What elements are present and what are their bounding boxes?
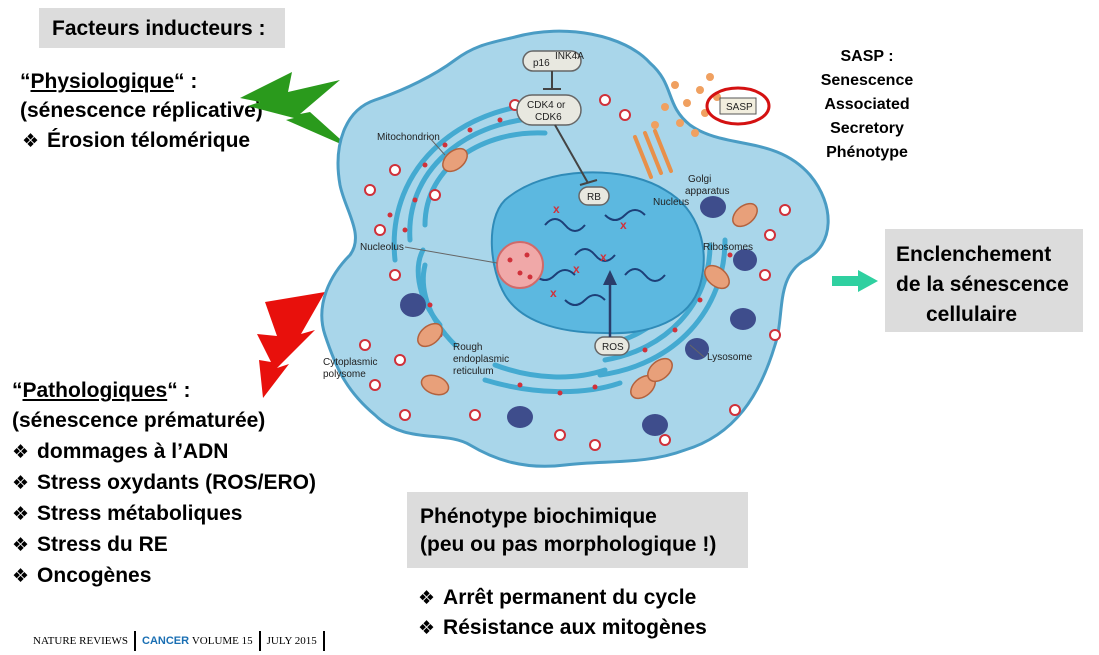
phenotype-line: Phénotype biochimique xyxy=(420,505,657,528)
pathologiques-subtitle: (sénescence prématurée) xyxy=(12,409,266,432)
bullet-icon: ❖ xyxy=(12,535,30,556)
p16-label: p16 xyxy=(533,58,550,69)
sasp-highlight-circle xyxy=(705,86,771,126)
pathologiques-item: ❖Oncogènes xyxy=(12,564,152,587)
bullet-icon: ❖ xyxy=(418,588,436,609)
rough-er-label: Rough xyxy=(453,342,482,353)
polysome-label: Cytoplasmic xyxy=(323,357,377,368)
phenotype-item: ❖Résistance aux mitogènes xyxy=(418,616,707,639)
svg-text:x: x xyxy=(550,286,557,300)
enclenchement-text: Enclenchement de la sénescence cellulair… xyxy=(896,240,1069,330)
phenotype-box xyxy=(407,492,748,568)
facteurs-title: Facteurs inducteurs : xyxy=(52,17,266,40)
bullet-icon: ❖ xyxy=(12,473,30,494)
ros-box xyxy=(594,336,630,356)
pathologiques-label: Pathologiques xyxy=(22,379,168,402)
svg-text:x: x xyxy=(553,202,560,216)
footer-section: CANCER xyxy=(142,635,190,647)
mitochondrion-label: Mitochondrion xyxy=(377,132,440,143)
ribosomes-label: Ribosomes xyxy=(703,242,753,253)
open-quote: “ xyxy=(12,379,23,402)
physiologique-label: Physiologique xyxy=(30,70,175,93)
nucleolus-label: Nucleolus xyxy=(360,242,404,253)
red-bolt-icon xyxy=(257,292,325,398)
lysosome-label: Lysosome xyxy=(707,352,753,363)
enclenchement-line: de la sénescence xyxy=(896,273,1069,296)
footer-volume: VOLUME 15 xyxy=(191,635,253,647)
physiologique-item: ❖Érosion télomérique xyxy=(22,129,251,152)
enclenchement-line: cellulaire xyxy=(926,303,1018,326)
sasp-def-line: Senescence xyxy=(820,72,914,89)
nucleolus xyxy=(496,241,544,289)
mitochondria xyxy=(417,147,758,400)
dna-damage-marks: x x x x x xyxy=(550,202,627,300)
senescent-cell-diagram: xxx xx p1 xyxy=(320,29,830,468)
sasp-tag xyxy=(719,97,757,115)
nucleus xyxy=(490,171,705,335)
close-quote: “ : xyxy=(174,70,198,93)
nucleus-label: Nucleus xyxy=(653,197,689,208)
golgi-apparatus xyxy=(633,129,673,179)
sasp-def-line: Secretory xyxy=(830,120,904,137)
lysosomes xyxy=(400,196,757,436)
bullet-icon: ❖ xyxy=(12,566,30,587)
enclenchement-line: Enclenchement xyxy=(896,243,1052,266)
physiologique-heading: “Physiologique“ : xyxy=(20,70,197,94)
phenotype-item: ❖Arrêt permanent du cycle xyxy=(418,586,697,609)
pathologiques-item: ❖Stress du RE xyxy=(12,533,168,556)
svg-text:x: x xyxy=(600,250,607,264)
svg-text:x: x xyxy=(573,262,580,276)
ros-label: ROS xyxy=(602,342,624,353)
polysomes xyxy=(359,94,791,451)
footer-separator xyxy=(322,631,325,651)
sasp-definition: SASP : Senescence Associated Secretory P… xyxy=(812,45,922,165)
footer-separator xyxy=(134,631,137,651)
cdk-box xyxy=(516,94,582,126)
bullet-icon: ❖ xyxy=(12,442,30,463)
close-quote: “ : xyxy=(167,379,191,402)
cdk-label: CDK4 or xyxy=(527,100,566,111)
footer-date: JULY 2015 xyxy=(266,635,317,647)
enclenchement-box xyxy=(885,229,1083,332)
cdk-label: CDK6 xyxy=(535,112,562,123)
footer-journal: NATURE REVIEWS xyxy=(33,635,129,647)
pathologiques-heading: “Pathologiques“ : xyxy=(12,379,191,403)
chromatin xyxy=(534,209,666,306)
citation-footer: NATURE REVIEWS CANCER VOLUME 15 JULY 201… xyxy=(33,630,331,652)
sasp-def-line: Phénotype xyxy=(826,144,908,161)
pathologiques-item: ❖Stress oxydants (ROS/ERO) xyxy=(12,471,316,494)
green-bolt-icon xyxy=(240,72,350,148)
polysome-label: polysome xyxy=(323,369,366,380)
phenotype-text: Phénotype biochimique (peu ou pas morpho… xyxy=(420,503,716,559)
sasp-def-line: SASP : xyxy=(840,48,894,65)
sasp-def-line: Associated xyxy=(824,96,910,113)
physiologique-subtitle: (sénescence réplicative) xyxy=(20,99,263,122)
footer-separator xyxy=(258,631,261,651)
sasp-vesicles xyxy=(651,73,721,137)
bullet-icon: ❖ xyxy=(22,131,40,152)
golgi-label: Golgi xyxy=(688,174,711,185)
bullet-icon: ❖ xyxy=(418,618,436,639)
facteurs-title-box xyxy=(39,8,285,48)
open-quote: “ xyxy=(20,70,31,93)
svg-text:x: x xyxy=(620,218,627,232)
p16-superscript: INK4A xyxy=(555,51,584,62)
rb-box xyxy=(578,186,610,206)
rb-label: RB xyxy=(587,192,601,203)
pathologiques-item: ❖Stress métaboliques xyxy=(12,502,243,525)
rough-er-label: endoplasmic xyxy=(453,354,509,365)
bullet-icon: ❖ xyxy=(12,504,30,525)
pathologiques-item: ❖dommages à l’ADN xyxy=(12,440,229,463)
rough-er-label: reticulum xyxy=(453,366,494,377)
teal-arrow-icon xyxy=(832,270,878,292)
golgi-label: apparatus xyxy=(685,186,729,197)
phenotype-line: (peu ou pas morphologique !) xyxy=(420,533,717,556)
sasp-tag-label: SASP xyxy=(726,102,753,113)
